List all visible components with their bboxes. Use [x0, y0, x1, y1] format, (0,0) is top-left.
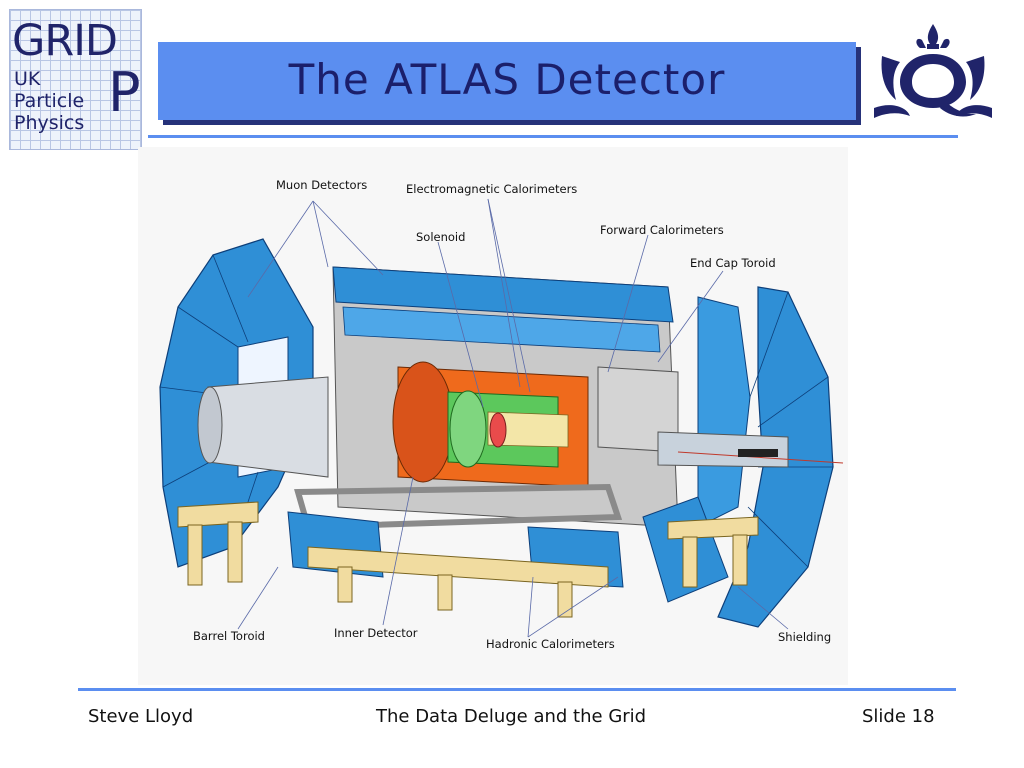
label-barrel-toroid: Barrel Toroid: [193, 629, 265, 643]
footer-author: Steve Lloyd: [88, 706, 194, 727]
label-leader-lines: [237, 198, 789, 638]
footer-rule: [78, 688, 956, 691]
calorimeter-block: [392, 361, 589, 488]
logo-physics-text: Physics: [14, 112, 85, 134]
label-end-cap-toroid: End Cap Toroid: [690, 256, 776, 270]
label-inner-detector: Inner Detector: [334, 626, 418, 640]
atlas-diagram: Muon Detectors Electromagnetic Calorimet…: [138, 147, 848, 685]
gridpp-logo: GRID P UK Particle Physics: [9, 9, 142, 150]
logo-p-letter: P: [108, 61, 141, 124]
title-underline: [148, 135, 958, 138]
label-forward-calorimeters: Forward Calorimeters: [600, 223, 724, 237]
label-muon-detectors: Muon Detectors: [276, 178, 367, 192]
right-forward-box: [597, 366, 844, 468]
title-bar: The ATLAS Detector: [158, 42, 856, 120]
label-shielding: Shielding: [778, 630, 831, 644]
footer-slide-number: Slide 18: [862, 706, 935, 727]
logo-particle-text: Particle: [14, 90, 85, 112]
page-title: The ATLAS Detector: [288, 55, 726, 104]
footer-talk-title: The Data Deluge and the Grid: [376, 706, 647, 727]
label-solenoid: Solenoid: [416, 230, 465, 244]
atlas-detector-illustration: Muon Detectors Electromagnetic Calorimet…: [159, 178, 844, 651]
label-em-calorimeters: Electromagnetic Calorimeters: [406, 182, 577, 196]
left-forward-cylinder: [197, 376, 329, 478]
logo-uk-text: UK: [14, 68, 41, 90]
logo-grid-text: GRID: [12, 16, 118, 66]
qmul-crown-crest-icon: [874, 24, 992, 118]
label-hadronic-calorimeters: Hadronic Calorimeters: [486, 637, 615, 651]
